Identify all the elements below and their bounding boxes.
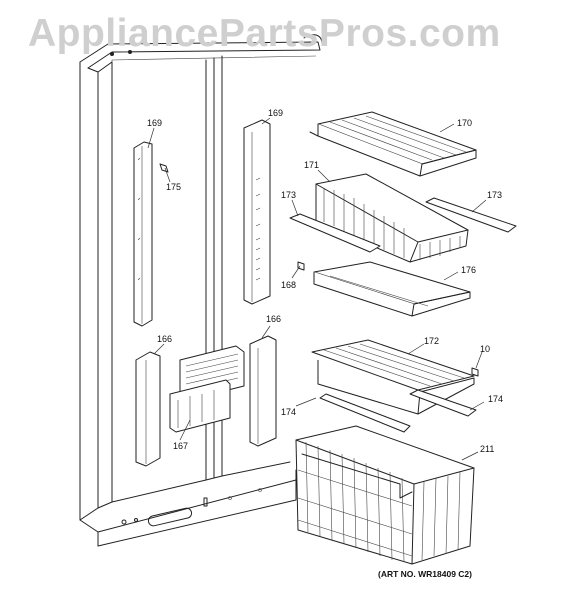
callout-176: 176	[461, 265, 477, 275]
callout-173-right: 173	[487, 190, 503, 200]
callout-168: 168	[281, 280, 297, 290]
wire-shelf-middle	[311, 339, 475, 415]
screw-10	[471, 367, 479, 377]
control-housing	[169, 345, 245, 433]
shelf-ladder-left	[133, 141, 153, 327]
lower-bracket-right	[249, 335, 277, 447]
drawer-rail-right	[409, 389, 477, 417]
callout-172: 172	[424, 336, 440, 346]
callout-10: 10	[480, 344, 491, 354]
callout-166-left: 166	[157, 334, 173, 344]
wire-shelf-top	[309, 111, 477, 177]
wire-bin	[315, 173, 469, 263]
callout-170: 170	[457, 118, 473, 128]
art-number: (ART NO. WR18409 C2)	[378, 569, 472, 579]
callout-173-left: 173	[281, 190, 297, 200]
leader-lines	[147, 117, 487, 461]
slide-rail-left	[289, 213, 381, 253]
wire-basket	[295, 425, 475, 565]
screw-168	[297, 261, 305, 271]
callout-211: 211	[480, 444, 495, 454]
callout-175: 175	[166, 182, 182, 192]
callout-171: 171	[304, 160, 320, 170]
callout-167: 167	[173, 441, 189, 451]
lower-bracket-left	[135, 351, 161, 467]
drawer-rail-left	[319, 393, 411, 433]
callout-174-left: 174	[281, 407, 297, 417]
callout-169-right: 169	[268, 108, 284, 118]
site-watermark: AppliancePartsPros.com	[28, 12, 501, 55]
shelf-frame	[313, 261, 471, 317]
shelf-ladder-right	[243, 119, 271, 305]
callout-169-left: 169	[147, 118, 163, 128]
slide-rail-right	[425, 197, 517, 233]
screw	[159, 163, 169, 173]
callout-166-right: 166	[266, 314, 282, 324]
callout-174-right: 174	[488, 394, 504, 404]
cabinet-liner	[79, 34, 323, 547]
